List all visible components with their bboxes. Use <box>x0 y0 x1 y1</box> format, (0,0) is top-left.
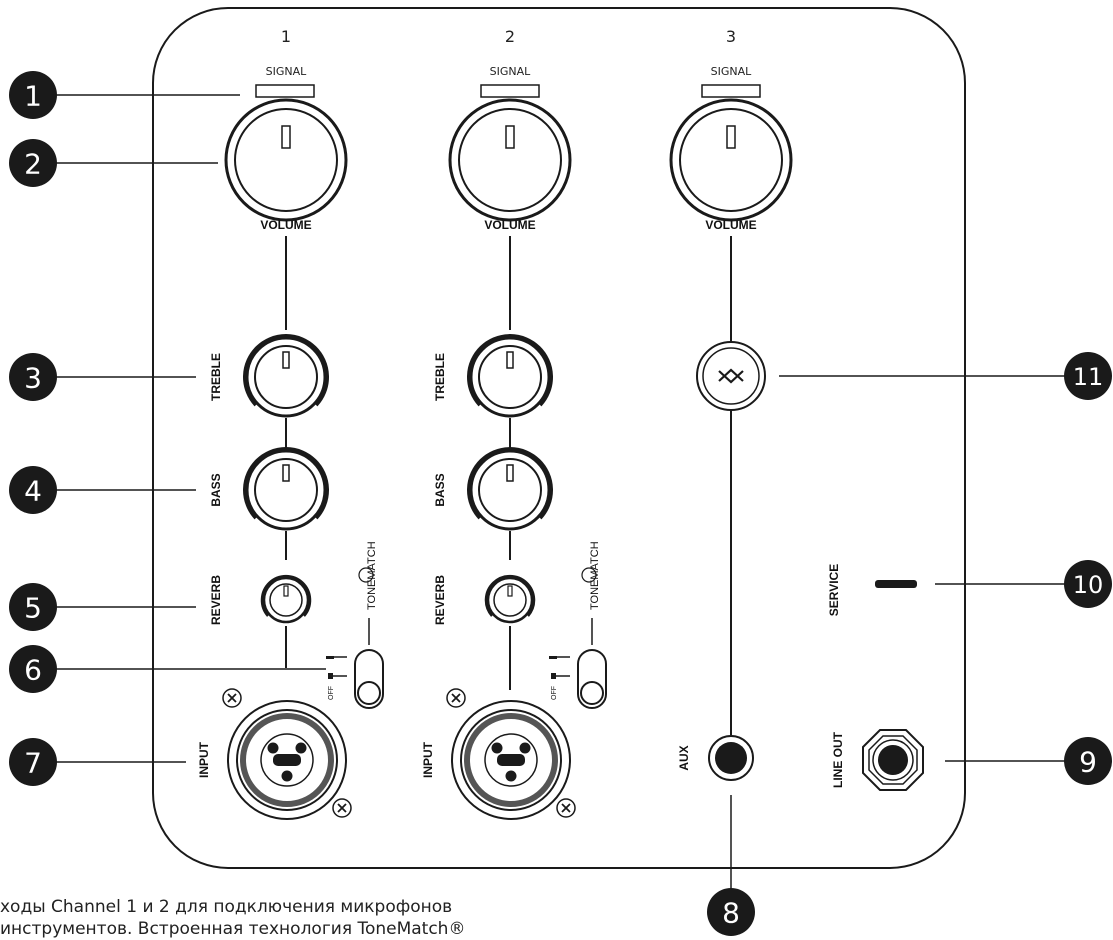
channel-1-treble-knob[interactable] <box>243 334 329 418</box>
channel-2-screw-bottom <box>556 798 576 818</box>
callout-4: 4 <box>9 466 57 514</box>
channel-1-mic-icon <box>326 656 347 659</box>
svg-text:1: 1 <box>24 80 42 113</box>
channel-1-input-label: INPUT <box>197 741 211 778</box>
callout-2: 2 <box>9 139 57 187</box>
channel-3-signal-label: SIGNAL <box>711 65 753 78</box>
channel-1-instrument-icon <box>328 673 347 679</box>
channel-2-bass-knob[interactable] <box>467 447 553 531</box>
channel-2-input-label: INPUT <box>421 741 435 778</box>
callout-leaders <box>56 94 1085 890</box>
channel-2-instrument-icon <box>551 673 570 679</box>
service-port <box>875 580 917 588</box>
channel-1-volume-label: VOLUME <box>260 218 311 232</box>
channel-1-bass-label: BASS <box>209 473 223 506</box>
channel-2-tonematch-logo: TONEMATCH <box>589 541 601 610</box>
svg-text:6: 6 <box>24 654 42 687</box>
svg-text:2: 2 <box>24 148 42 181</box>
caption-line-1: ходы Channel 1 и 2 для подключения микро… <box>0 897 453 917</box>
channel-1-reverb-label: REVERB <box>209 575 223 625</box>
panel-outline <box>152 7 966 869</box>
channel-1-screw-bottom <box>332 798 352 818</box>
callout-1: 1 <box>9 71 57 119</box>
channel-1-tonematch-ring <box>358 567 374 583</box>
channel-1-tonematch-switch[interactable] <box>354 649 384 709</box>
channel-3-volume-label: VOLUME <box>705 218 756 232</box>
channel-2-input-jack[interactable] <box>451 700 571 820</box>
channel-1-off-label: OFF <box>328 686 335 700</box>
svg-text:11: 11 <box>1073 363 1104 391</box>
svg-text:10: 10 <box>1073 571 1104 599</box>
bluetooth-button[interactable] <box>696 341 766 411</box>
channel-2-reverb-knob[interactable] <box>484 574 536 624</box>
channel-2: 2 SIGNAL VOLUME TREBLE BASS <box>421 27 607 820</box>
channel-2-screw-top <box>446 688 466 708</box>
callout-5: 5 <box>9 583 57 631</box>
line-out-jack[interactable] <box>862 729 924 791</box>
service-label: SERVICE <box>827 564 841 616</box>
line-out-label: LINE OUT <box>831 731 845 788</box>
channel-1-signal-led <box>255 84 315 98</box>
channel-2-tonematch-ring <box>581 567 597 583</box>
channel-1-input-jack[interactable] <box>227 700 347 820</box>
svg-text:9: 9 <box>1079 746 1097 779</box>
channel-1-reverb-knob[interactable] <box>260 574 312 624</box>
caption-line-2: инструментов. Встроенная технология Tone… <box>0 919 466 939</box>
callout-10: 10 <box>1064 560 1112 608</box>
callout-6: 6 <box>9 645 57 693</box>
callout-11: 11 <box>1064 352 1112 400</box>
channel-2-number: 2 <box>505 27 515 46</box>
bluetooth-icon <box>718 368 744 384</box>
channel-3-number: 3 <box>726 27 736 46</box>
channel-2-volume-label: VOLUME <box>484 218 535 232</box>
channel-2-off-label: OFF <box>551 686 558 700</box>
channel-1-bass-knob[interactable] <box>243 447 329 531</box>
channel-1-tonematch-logo: TONEMATCH <box>366 541 378 610</box>
callout-9: 9 <box>1064 737 1112 785</box>
channel-2-reverb-label: REVERB <box>433 575 447 625</box>
channel-1-signal-label: SIGNAL <box>266 65 308 78</box>
channel-2-tonematch-switch[interactable] <box>577 649 607 709</box>
svg-text:3: 3 <box>24 362 42 395</box>
callout-8: 8 <box>707 888 755 936</box>
channel-1-treble-label: TREBLE <box>209 353 223 401</box>
channel-1-number: 1 <box>281 27 291 46</box>
channel-2-signal-label: SIGNAL <box>490 65 532 78</box>
channel-3-volume-knob[interactable] <box>669 98 793 222</box>
svg-text:7: 7 <box>24 747 42 780</box>
channel-1-screw-top <box>222 688 242 708</box>
channel-2-volume-knob[interactable] <box>448 98 572 222</box>
callout-7: 7 <box>9 738 57 786</box>
channel-2-bass-label: BASS <box>433 473 447 506</box>
channel-2-mic-icon <box>549 656 570 659</box>
aux-label: AUX <box>677 745 691 770</box>
channel-3-signal-led <box>701 84 761 98</box>
svg-text:4: 4 <box>24 475 42 508</box>
callout-3: 3 <box>9 353 57 401</box>
channel-1: 1 SIGNAL VOLUME TREBLE BASS <box>197 27 384 820</box>
svg-text:8: 8 <box>722 897 740 930</box>
channel-1-volume-knob[interactable] <box>224 98 348 222</box>
channel-3: 3 SIGNAL VOLUME AUX <box>669 27 793 781</box>
channel-2-treble-knob[interactable] <box>467 334 553 418</box>
channel-2-signal-led <box>480 84 540 98</box>
aux-jack[interactable] <box>708 735 754 781</box>
caption-text: ходы Channel 1 и 2 для подключения микро… <box>0 896 760 940</box>
svg-text:5: 5 <box>24 592 42 625</box>
channel-2-treble-label: TREBLE <box>433 353 447 401</box>
